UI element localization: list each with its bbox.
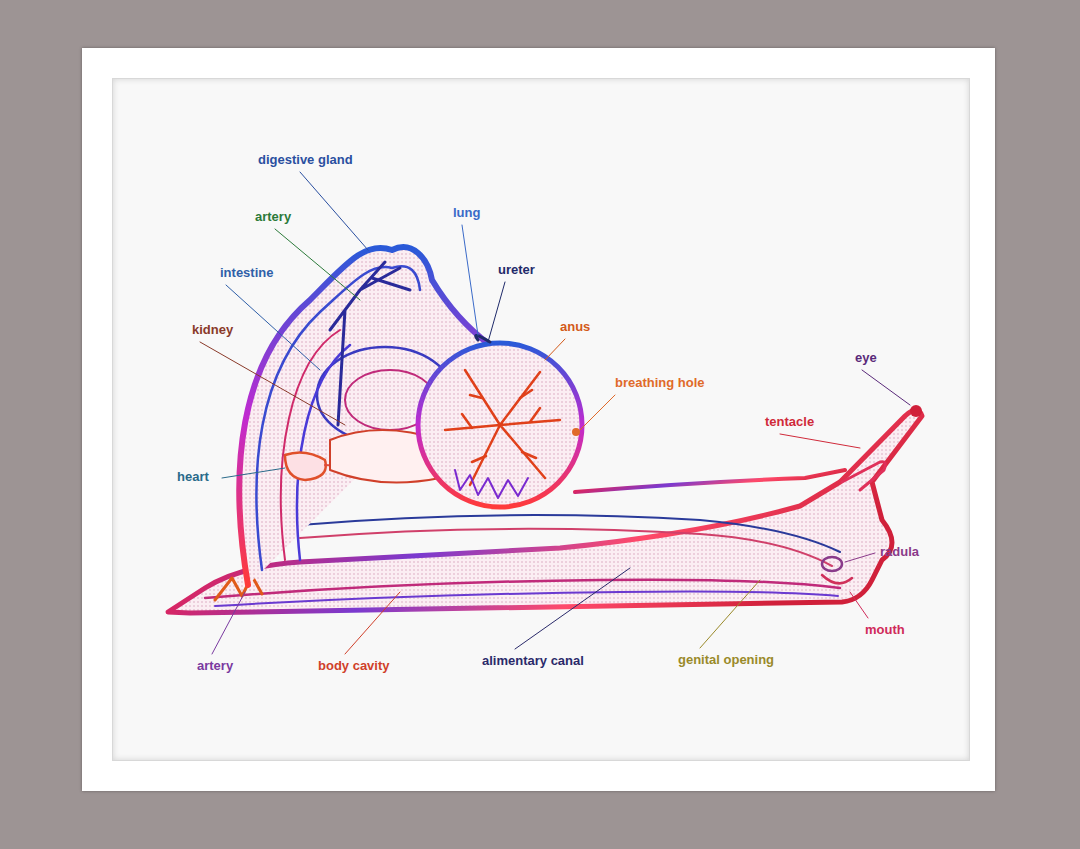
part-label: anus [560,319,590,335]
part-label: alimentary canal [482,653,584,669]
part-label: tentacle [765,414,814,430]
part-label: kidney [192,322,233,338]
part-label: genital opening [678,652,774,668]
part-label: ureter [498,262,535,278]
part-label: artery [255,209,291,225]
part-label: breathing hole [615,375,705,391]
part-label: eye [855,350,877,366]
part-label: heart [177,469,209,485]
part-label: lung [453,205,480,221]
part-label: digestive gland [258,152,353,168]
part-label: radula [880,544,919,560]
part-label: artery [197,658,233,674]
part-label: mouth [865,622,905,638]
part-label: intestine [220,265,273,281]
part-label: body cavity [318,658,390,674]
